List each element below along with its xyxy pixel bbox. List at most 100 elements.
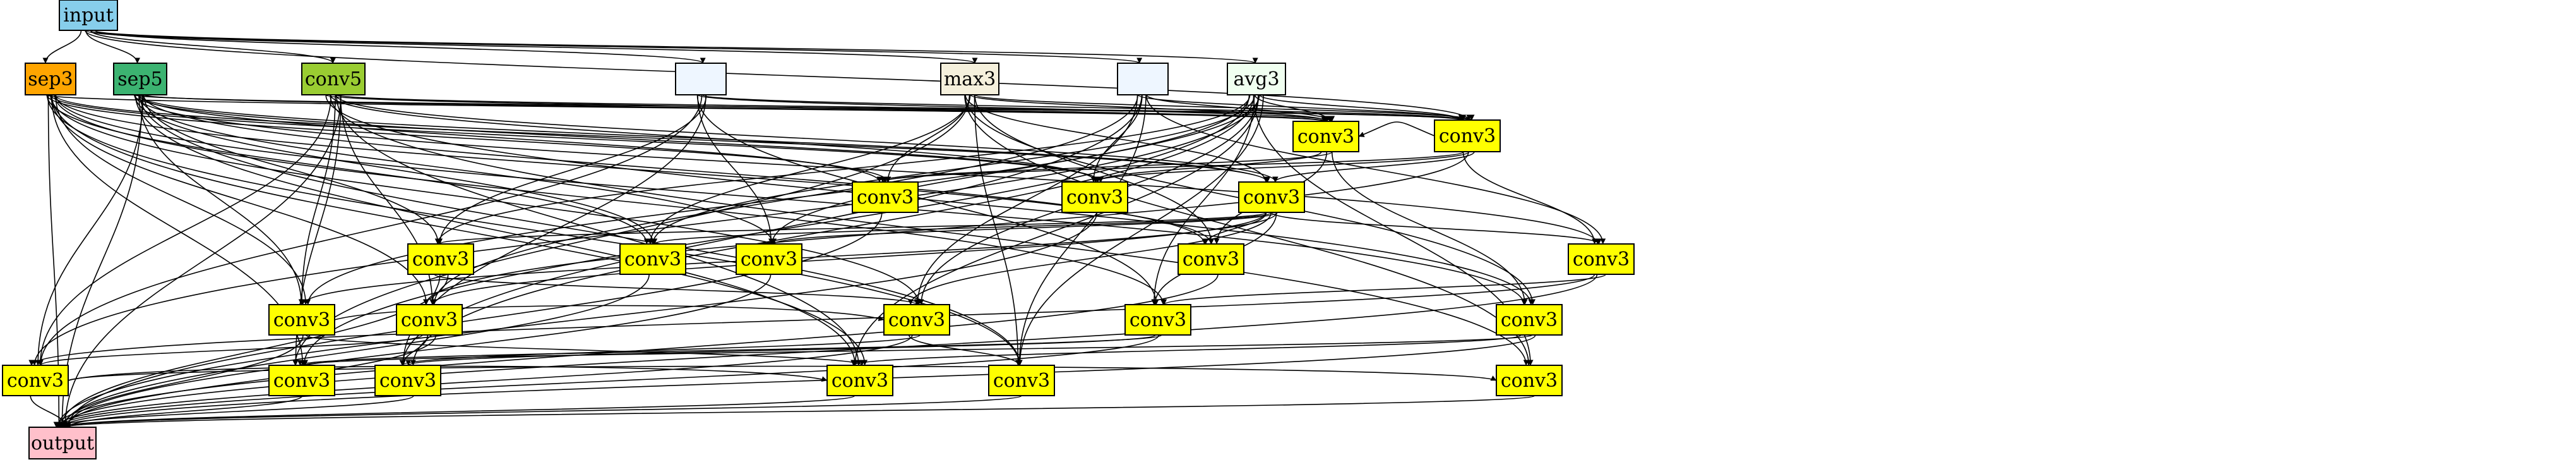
- edge-b1-to-c2: [701, 94, 1466, 121]
- edge-sep3-to-c20: [47, 94, 1022, 366]
- edge-c5-to-c6: [436, 212, 1267, 245]
- node-label-c13: conv3: [888, 309, 945, 331]
- node-box-conv5: [301, 63, 366, 95]
- node-b2: [1117, 63, 1169, 95]
- edge-sep3-to-c17: [51, 94, 306, 366]
- node-c4: conv3: [1061, 181, 1128, 213]
- edge-c2-to-c4: [1092, 151, 1470, 183]
- node-max3: max3: [940, 63, 999, 95]
- edge-b2-to-c13: [914, 94, 1138, 305]
- node-label-c14: conv3: [1130, 309, 1186, 331]
- node-box-c16: [2, 365, 69, 396]
- node-box-output: [28, 427, 97, 459]
- node-c9: conv3: [1178, 243, 1244, 275]
- node-layer: input sep3 sep5 conv5 max3 avg3 conv3 conv3 conv…: [2, 0, 1635, 459]
- edge-c5-to-c7: [652, 212, 1273, 245]
- edge-c11-to-c13: [334, 305, 885, 322]
- edge-sep5-to-c9: [143, 94, 1207, 245]
- edge-c13-to-output: [53, 334, 913, 428]
- node-label-c4: conv3: [1066, 186, 1123, 209]
- node-box-c6: [407, 243, 474, 275]
- edge-layer: [28, 30, 1606, 428]
- edge-c3-to-output: [65, 212, 883, 428]
- node-c10: conv3: [1568, 243, 1635, 275]
- edge-c9-to-output: [54, 274, 1219, 428]
- node-label-avg3: avg3: [1233, 68, 1279, 90]
- node-box-c12: [396, 304, 463, 336]
- node-box-c21: [1496, 365, 1563, 396]
- edge-c5-to-c13: [907, 212, 1272, 305]
- node-box-c3: [852, 181, 919, 213]
- node-c18: conv3: [374, 365, 441, 396]
- edge-b2-to-c10: [1145, 94, 1606, 245]
- edge-input-to-sep3: [42, 30, 82, 64]
- node-c6: conv3: [407, 243, 474, 275]
- edge-input-to-avg3: [94, 30, 1258, 64]
- edge-c15-to-output: [59, 334, 1536, 428]
- edge-c5-to-c8: [771, 212, 1278, 245]
- node-box-c9: [1178, 243, 1244, 275]
- node-label-c10: conv3: [1573, 248, 1630, 271]
- node-label-c15: conv3: [1501, 309, 1558, 331]
- edge-c2-to-c10: [1462, 151, 1598, 245]
- edge-avg3-to-c8: [769, 94, 1260, 245]
- node-c11: conv3: [268, 304, 335, 336]
- edge-b1-to-c8: [697, 94, 774, 245]
- edge-avg3-to-c6: [434, 94, 1251, 245]
- node-label-c21: conv3: [1501, 370, 1558, 392]
- node-box-c7: [619, 243, 686, 275]
- edge-max3-to-c17: [292, 94, 970, 366]
- node-label-output: output: [31, 432, 94, 454]
- edge-c1-to-c4: [1094, 151, 1322, 183]
- edge-c6-to-output: [58, 274, 449, 428]
- node-box-sep5: [113, 63, 167, 95]
- edge-c14-to-output: [56, 334, 1160, 428]
- edge-c14-to-c18: [405, 334, 1156, 366]
- node-conv5: conv5: [301, 63, 366, 95]
- edge-sep5-to-c11: [138, 94, 304, 305]
- edge-c8-to-output: [64, 274, 772, 428]
- edge-conv5-to-c11: [299, 94, 336, 305]
- node-c19: conv3: [826, 365, 893, 396]
- edge-input-to-conv5: [90, 30, 336, 64]
- edge-sep5-to-c19: [134, 94, 858, 366]
- node-box-b1: [675, 63, 727, 95]
- node-sep3: sep3: [25, 63, 76, 95]
- node-c7: conv3: [619, 243, 686, 275]
- node-box-c10: [1568, 243, 1635, 275]
- node-label-c16: conv3: [7, 370, 64, 392]
- node-label-c5: conv3: [1243, 186, 1300, 209]
- node-c12: conv3: [396, 304, 463, 336]
- node-label-c19: conv3: [832, 370, 888, 392]
- edge-max3-to-c3: [885, 94, 970, 183]
- node-label-sep5: sep5: [117, 68, 162, 90]
- node-label-c9: conv3: [1183, 248, 1239, 271]
- node-c13: conv3: [883, 304, 950, 336]
- edge-c6-to-c12: [429, 274, 441, 305]
- node-c16: conv3: [2, 365, 69, 396]
- edge-c19-to-output: [59, 395, 856, 428]
- edge-c21-to-output: [65, 395, 1535, 428]
- node-b1: [675, 63, 727, 95]
- node-label-c17: conv3: [273, 370, 330, 392]
- edge-c15-to-c19: [850, 334, 1522, 366]
- node-c14: conv3: [1124, 304, 1191, 336]
- edge-c5-to-c10: [1271, 212, 1602, 245]
- node-box-c15: [1496, 304, 1563, 336]
- node-box-c5: [1238, 181, 1305, 213]
- node-c21: conv3: [1496, 365, 1563, 396]
- node-input: input: [59, 0, 118, 31]
- edge-c4-to-output: [55, 212, 1098, 428]
- node-box-c20: [988, 365, 1055, 396]
- node-label-c3: conv3: [857, 186, 914, 209]
- node-box-sep3: [25, 63, 76, 95]
- edge-c18-to-output: [56, 395, 414, 428]
- edge-avg3-to-c16: [32, 94, 1260, 366]
- node-c2: conv3: [1434, 119, 1501, 152]
- node-box-c19: [826, 365, 893, 396]
- node-label-c8: conv3: [741, 248, 797, 271]
- edge-c6-to-c13: [434, 274, 920, 305]
- node-c15: conv3: [1496, 304, 1563, 336]
